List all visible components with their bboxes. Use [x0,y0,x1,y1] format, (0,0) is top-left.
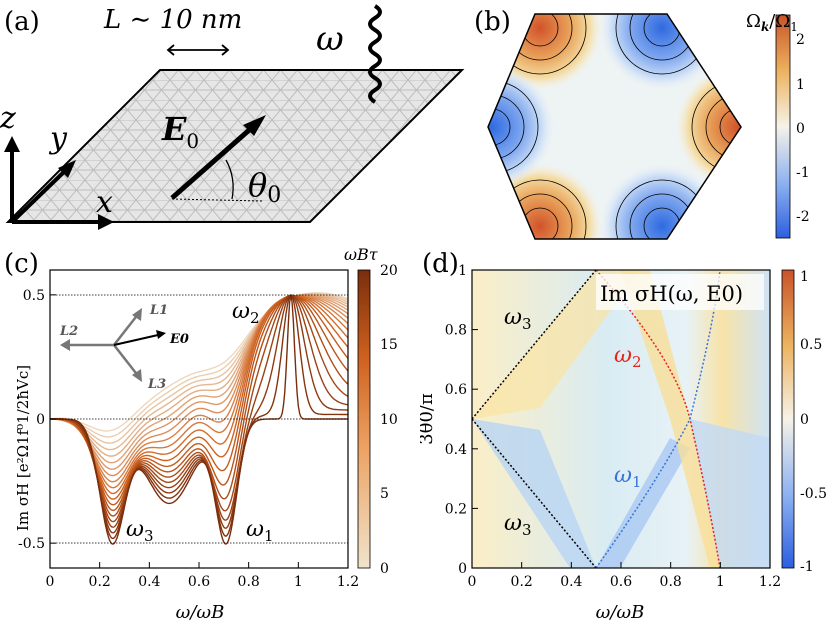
c-ytick-label: -0.5 [18,536,45,552]
c-ytick-label: 0.5 [23,288,45,304]
svg-text:-2: -2 [796,209,810,225]
colorbar-b-ticks: 2 1 0 -1 -2 [796,32,810,225]
axis-x-label: x [96,185,113,220]
colorbar-c-label: ωBτ [344,245,379,264]
d-xtick-label: 0 [468,574,477,590]
panel-b-label: (b) [474,7,511,37]
inset-label-l3: L3 [147,377,166,392]
colorbar-b [775,14,791,239]
c-xtick-label: 1 [294,574,303,590]
c-xtick-label: 0.4 [138,574,160,590]
length-label: L ∼ 10 nm [103,5,242,35]
svg-text:-0.5: -0.5 [800,486,827,502]
panel-c-ylabel: Im σH [e²Ω1f⁰1/2ħVc] [14,365,32,531]
c-xtick-label: 0.6 [188,574,210,590]
svg-text:0: 0 [796,121,805,137]
svg-text:10: 10 [380,412,398,428]
panel-a-label: (a) [4,7,40,37]
curve-series [50,293,348,540]
panel-b: (b) 2 1 0 -1 -2 Ωk/Ω1 [474,7,810,240]
curve-series [50,295,349,506]
axis-y-label: y [48,121,68,156]
d-xtick-label: 1 [716,574,725,590]
svg-text:0: 0 [800,412,809,428]
curve-series [50,294,349,517]
colorbar-c-ticks: 20 15 10 5 0 [380,263,398,577]
d-ytick-label: 0.4 [445,442,467,458]
curve-family [49,292,349,545]
panel-d-xlabel: ω/ωB [596,602,645,623]
angle-label: θ0 [248,166,281,208]
axis-z-label: z [0,101,16,136]
d-xtick-label: 0.8 [660,574,682,590]
panel-a: (a) L ∼ 10 nm ω E0 θ0 x y z [0,4,465,230]
annotation-d-omega3-bottom: ω3 [504,511,532,539]
svg-text:1: 1 [796,77,805,93]
inset-label-e0: E0 [169,332,189,347]
svg-text:-1: -1 [796,165,810,181]
c-xtick-label: 0.8 [238,574,260,590]
panel-d: (d) 0 0.2 0.4 0.6 0.8 1 1.2 0 0.2 0.4 0.6 0.8 1 Im σ… [420,249,827,623]
annotation-omega1: ω1 [246,517,274,545]
annotation-d-omega3-top: ω3 [504,305,532,333]
curve-series [50,294,348,545]
colorbar-c [357,269,371,569]
c-ytick-label: 0 [36,412,45,428]
panel-c: (c) 0 0.2 0.4 0.6 0.8 1 1.2 -0.5 0 0.5 L1 L2 L3 E… [4,245,398,623]
d-ytick-label: 0.6 [445,382,467,398]
panel-c-label: (c) [4,249,39,279]
svg-text:2: 2 [796,32,805,48]
d-ytick-label: 0.8 [445,323,467,339]
berry-curvature-map [488,14,741,239]
panel-d-ylabel: 3θ0/π [420,393,437,445]
svg-text:1: 1 [800,269,809,285]
curve-series [50,294,348,534]
d-xtick-label: 0.6 [610,574,632,590]
svg-text:0.5: 0.5 [800,337,822,353]
annotation-omega2: ω2 [232,299,260,327]
panel-c-axis-ticks: 0 0.2 0.4 0.6 0.8 1 1.2 -0.5 0 0.5 [18,288,359,590]
svg-text:5: 5 [380,486,389,502]
curve-series [49,292,349,432]
lattice-vectors-inset [60,308,142,382]
panel-d-label: (d) [422,249,459,279]
d-ytick-label: 0.2 [445,501,467,517]
omega-symbol: ω [316,19,344,59]
d-xtick-label: 0.2 [511,574,533,590]
svg-text:0: 0 [380,561,389,577]
svg-text:15: 15 [380,337,398,353]
panel-d-title: Im σH(ω, E0) [600,282,743,306]
colorbar-d-ticks: 1 0.5 0 -0.5 -1 [800,269,827,575]
c-xtick-label: 0.2 [89,574,111,590]
d-xtick-label: 1.2 [759,574,781,590]
panel-d-axis-ticks: 0 0.2 0.4 0.6 0.8 1 1.2 0 0.2 0.4 0.6 0.8 1 [445,263,781,590]
curve-series [50,294,349,528]
inset-label-l1: L1 [149,303,168,318]
annotation-d-omega1: ω1 [614,463,642,491]
svg-text:-1: -1 [800,559,814,575]
c-xtick-label: 0 [46,574,55,590]
photon-wave [368,4,382,104]
colorbar-d [781,269,795,569]
d-ytick-label: 0 [458,561,467,577]
colorbar-b-label: Ωk/Ω1 [746,11,798,34]
panel-c-xlabel: ω/ωB [176,602,225,623]
d-ytick-label: 1 [458,263,467,279]
c-xtick-label: 1.2 [337,574,359,590]
curve-series [50,294,349,512]
annotation-omega3: ω3 [126,517,154,545]
inset-label-l2: L2 [59,324,78,339]
d-xtick-label: 0.4 [560,574,582,590]
svg-text:20: 20 [380,263,398,279]
annotation-d-omega2: ω2 [614,343,642,371]
field-label: E0 [161,110,199,153]
